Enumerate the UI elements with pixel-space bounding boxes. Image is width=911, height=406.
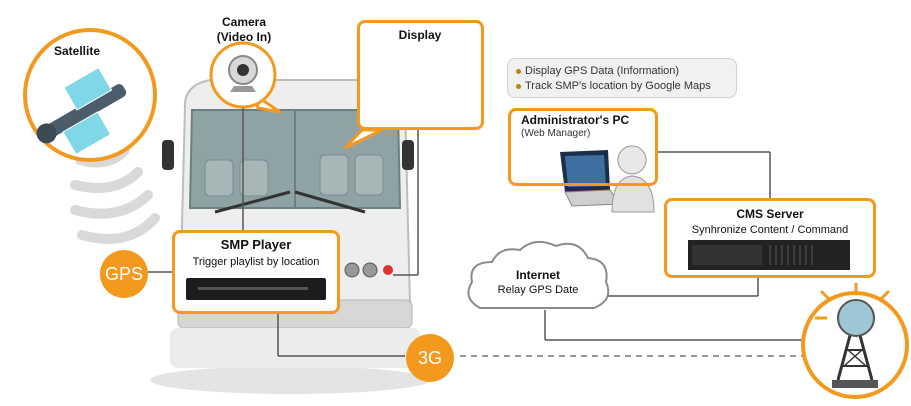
internet-subtitle: Relay GPS Date xyxy=(497,284,579,296)
gps-badge: GPS xyxy=(100,250,148,298)
smp-player-subtitle: Trigger playlist by location xyxy=(192,256,320,268)
gps-signal-waves xyxy=(70,145,160,244)
cms-server-box xyxy=(664,198,876,278)
cms-server-subtitle: Synhronize Content / Command xyxy=(691,224,849,236)
camera-icon xyxy=(209,41,281,114)
cloud-icon xyxy=(467,240,610,309)
internet-title: Internet xyxy=(515,268,561,282)
smp-player-title: SMP Player xyxy=(220,237,292,252)
admin-pc-box xyxy=(508,108,658,186)
note-item: Display GPS Data (Information) xyxy=(516,64,728,79)
satellite-title: Satellite xyxy=(54,44,101,58)
smp-player-box xyxy=(172,230,340,314)
smp-player-device xyxy=(186,278,326,300)
notes-box: Display GPS Data (Information) Track SMP… xyxy=(507,58,737,98)
note-item: Track SMP's location by Google Maps xyxy=(516,79,728,94)
display-title: Display xyxy=(398,28,442,42)
gps-badge-label: GPS xyxy=(104,263,143,284)
display-pointer xyxy=(343,128,383,150)
camera-subtitle: (Video In) xyxy=(216,30,272,44)
laptop-icon xyxy=(560,150,621,207)
connection-lines xyxy=(148,108,810,357)
bus-shadow xyxy=(150,366,430,394)
camera-title: Camera xyxy=(221,15,267,29)
threeg-badge-label: 3G xyxy=(417,347,442,368)
display-box xyxy=(357,20,484,130)
admin-pc-title: Administrator's PC xyxy=(521,113,630,127)
radio-tower-icon xyxy=(801,282,909,399)
server-icon xyxy=(688,240,850,270)
admin-pc-subtitle: (Web Manager) xyxy=(521,128,591,139)
satellite-icon xyxy=(23,28,157,162)
cms-server-title: CMS Server xyxy=(736,207,804,221)
threeg-badge: 3G xyxy=(406,334,454,382)
